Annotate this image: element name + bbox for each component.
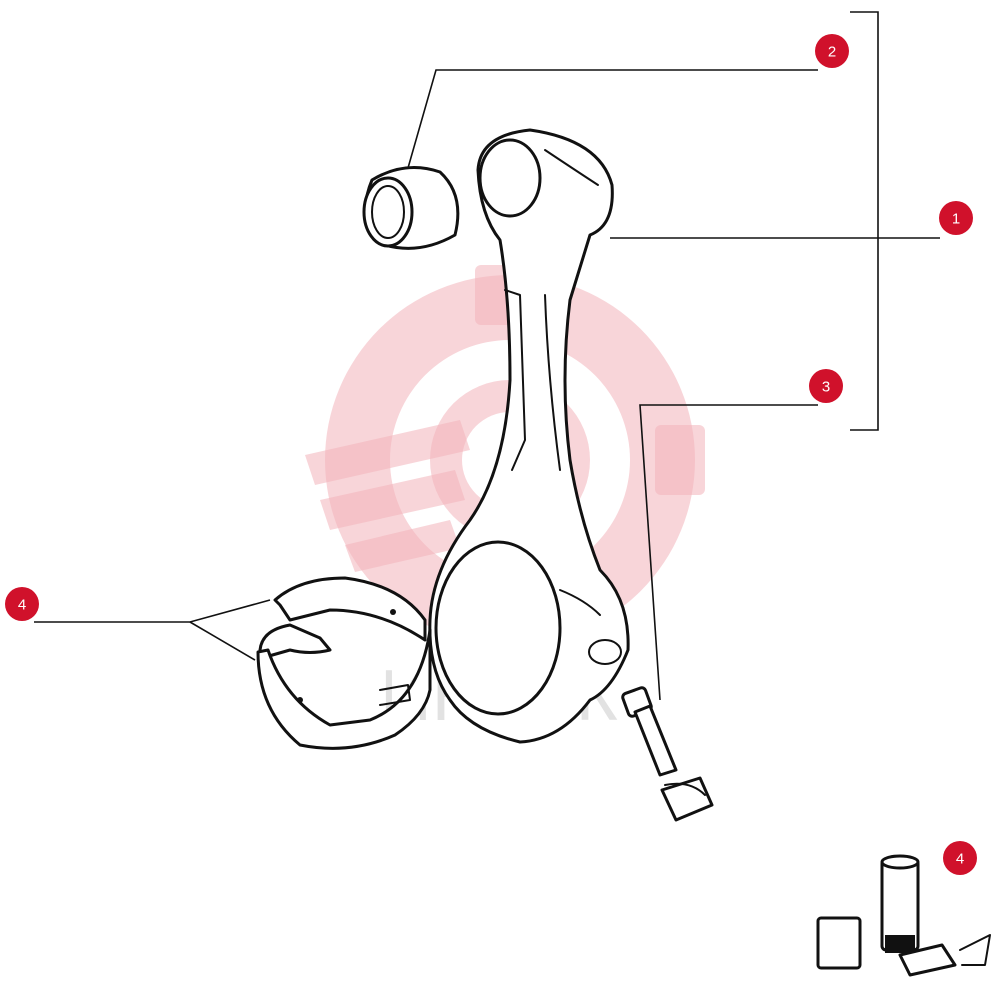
callout-3: 3 xyxy=(809,369,843,403)
callout-4-thumbnail: 4 xyxy=(943,841,977,875)
big-end-bearing-shells xyxy=(256,576,432,750)
callout-2: 2 xyxy=(815,34,849,68)
callout-3-label: 3 xyxy=(822,379,830,396)
callout-4-label: 4 xyxy=(18,597,26,614)
small-end-bushing xyxy=(362,166,460,250)
thumbnail-parts xyxy=(816,854,991,977)
leader-lines xyxy=(34,11,940,701)
rod-bolt xyxy=(621,686,714,822)
callout-4: 4 xyxy=(5,587,39,621)
callout-4-thumbnail-label: 4 xyxy=(956,851,964,868)
callout-1-label: 1 xyxy=(952,211,960,228)
connecting-rod xyxy=(428,128,630,744)
callout-1: 1 xyxy=(939,201,973,235)
callout-2-label: 2 xyxy=(828,44,836,61)
